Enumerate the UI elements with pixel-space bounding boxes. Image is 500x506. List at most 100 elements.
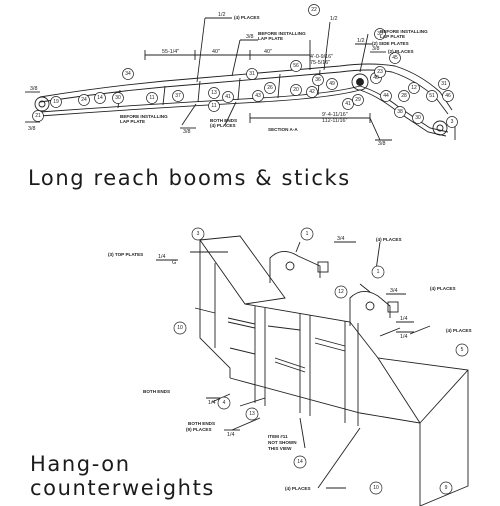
- boom-balloon: 12: [411, 85, 417, 91]
- boom-balloon: 24: [81, 97, 87, 103]
- cw-weld-size: 1/4: [208, 400, 216, 406]
- boom-note: BEFORE INSTALLING: [120, 114, 168, 119]
- cw-balloon-13: 13: [249, 411, 255, 417]
- boom-dimension: 4'-0-9/16": [310, 54, 333, 60]
- counterweights-caption-line2: counterweights: [30, 476, 215, 501]
- boom-balloon: 20: [293, 87, 299, 93]
- boom-balloon: 36: [315, 77, 321, 83]
- booms-caption: Long reach booms & sticks: [28, 166, 351, 190]
- boom-balloon: 34: [125, 71, 131, 77]
- boom-balloon: 26: [267, 85, 273, 91]
- boom-balloon: 28: [401, 93, 407, 99]
- cw-note: ITEM #11: [268, 434, 288, 439]
- boom-top-chord-inner: [39, 69, 449, 115]
- boom-balloon: 45: [392, 55, 398, 61]
- boom-balloon: 41: [225, 94, 231, 100]
- boom-center-pin: [351, 73, 369, 91]
- cw-balloon-3: 3: [197, 231, 200, 237]
- boom-balloon: 37: [175, 93, 181, 99]
- counterweight-drawing: 3 1 1 12 10 5 4 13 14 10 9 (3) TOP PLATE…: [108, 227, 472, 506]
- counterweight-drawing-panel: 3 1 1 12 10 5 4 13 14 10 9 (3) TOP PLATE…: [0, 218, 500, 506]
- cw-balloon-1: 1: [306, 231, 309, 237]
- cw-weld-size: G: [172, 260, 176, 266]
- boom-note: SECTION A-A: [268, 127, 298, 132]
- cw-note: (9) PLACES: [186, 427, 212, 432]
- cw-note: BOTH ENDS: [143, 389, 170, 394]
- boom-drawing-panel: 21 19 24 14 30 34 11 37 13 41 11 31 43 5…: [0, 0, 500, 165]
- cw-balloon-1: 1: [377, 269, 380, 275]
- boom-dimension: 75-5/16": [310, 60, 330, 66]
- boom-weld-size: 3/8: [372, 46, 380, 52]
- boom-balloon: 42: [309, 89, 315, 95]
- boom-balloon: 44: [383, 93, 389, 99]
- cw-weld-size: 1/4: [227, 432, 235, 438]
- boom-note: (2) PLACES: [388, 49, 414, 54]
- boom-dimension: 112-11/16": [322, 118, 347, 124]
- boom-drawing: 21 19 24 14 30 34 11 37 13 41 11 31 43 5…: [25, 4, 458, 147]
- boom-balloon: 19: [53, 99, 59, 105]
- cw-note: (4) PLACES: [376, 237, 402, 242]
- cw-weld-size: 3/4: [337, 236, 345, 242]
- cw-weld-size: 3/4: [390, 288, 398, 294]
- boom-weld-size: 3/8: [183, 129, 191, 135]
- boom-tip-pin: [432, 120, 448, 136]
- cw-note: (4) PLACES: [430, 286, 456, 291]
- top-plate: [199, 235, 286, 305]
- boom-dimension: 9'-4-11/16": [322, 112, 348, 118]
- boom-balloon: 49: [329, 81, 335, 87]
- cw-balloon-12: 12: [338, 289, 344, 295]
- counterweights-caption: Hang-on counterweights: [30, 452, 270, 500]
- boom-balloon: 13: [211, 90, 217, 96]
- boom-balloon: 23: [377, 69, 383, 75]
- boom-note: LAP PLATE: [120, 119, 145, 124]
- hanging-lug-left: [269, 251, 321, 283]
- boom-balloon: 31: [441, 81, 447, 87]
- boom-balloon: 22: [311, 7, 317, 13]
- cw-weld-size: 1/4: [158, 254, 166, 260]
- cw-weld-size: 1/4: [400, 334, 408, 340]
- boom-balloon: 30: [415, 115, 421, 121]
- boom-balloon: 33: [377, 31, 383, 37]
- boom-balloon: 41: [345, 101, 351, 107]
- boom-balloon: 30: [115, 95, 121, 101]
- boom-balloon: 38: [397, 109, 403, 115]
- boom-dimension: 40": [264, 49, 272, 55]
- boom-balloon: 14: [97, 95, 103, 101]
- boom-note: LAP PLATE: [258, 36, 283, 41]
- cw-note: THIS VIEW: [268, 446, 292, 451]
- boom-weld-size: 1/2: [218, 12, 226, 18]
- cw-weld-size: 1/4: [400, 316, 408, 322]
- boom-top-chord: [39, 63, 453, 111]
- boom-dimension: 55-1/4": [162, 49, 179, 55]
- boom-balloon: 56: [293, 63, 299, 69]
- cw-balloon-14: 14: [297, 459, 303, 465]
- boom-balloon: 51: [429, 93, 435, 99]
- boom-balloon: 11: [211, 103, 216, 109]
- boom-note: BEFORE INSTALLING: [380, 29, 428, 34]
- cw-balloon-5: 5: [461, 347, 464, 353]
- boom-dimension: 40": [212, 49, 220, 55]
- boom-weld-size: 1/2: [330, 16, 338, 22]
- boom-balloon: 3: [451, 119, 454, 125]
- boom-balloon: 31: [249, 71, 255, 77]
- boom-note: BOTH ENDS: [210, 118, 237, 123]
- boom-balloon: 40: [373, 75, 379, 81]
- boom-note: (4) PLACES: [210, 123, 236, 128]
- hanging-lug-right: [349, 291, 391, 326]
- cw-note: BOTH ENDS: [188, 421, 215, 426]
- cw-balloon-10: 10: [177, 325, 183, 331]
- boom-balloon: 43: [255, 93, 261, 99]
- boom-note: (4) PLACES: [234, 15, 260, 20]
- boom-weld-size: 3/8: [246, 34, 254, 40]
- boom-balloon: 29: [355, 97, 361, 103]
- cw-note: (3) TOP PLATES: [108, 252, 143, 257]
- counterweights-caption-line1: Hang-on: [30, 452, 131, 476]
- boom-foot-pin: [34, 96, 50, 112]
- boom-balloon: 11: [149, 95, 154, 101]
- cw-note: NOT SHOWN: [268, 440, 297, 445]
- boom-bottom-chord-inner: [39, 89, 447, 137]
- boom-weld-size: 3/8: [378, 141, 386, 147]
- boom-note: BEFORE INSTALLING: [258, 31, 306, 36]
- boom-weld-size: 3/8: [30, 86, 38, 92]
- cw-note: (4) PLACES: [285, 486, 311, 491]
